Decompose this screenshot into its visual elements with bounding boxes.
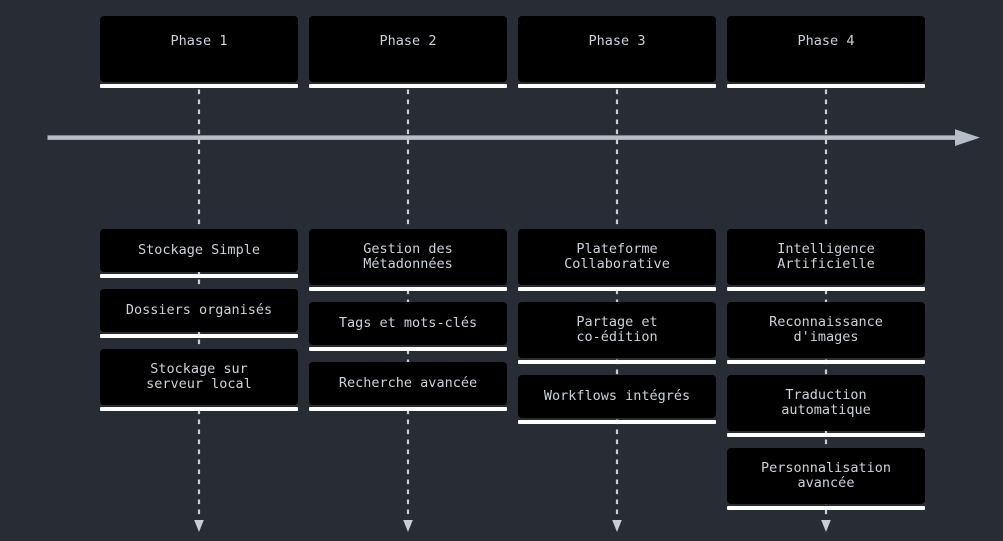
event-underline [518, 287, 716, 291]
event-underline [518, 360, 716, 364]
event-item: Stockage Simple [100, 229, 298, 278]
event-item: Stockage sur serveur local [100, 349, 298, 411]
event-label: Workflows intégrés [543, 388, 691, 404]
right-arrow-icon [955, 129, 980, 146]
event-underline [309, 347, 507, 351]
event-label: Stockage sur serveur local [146, 361, 252, 392]
event-box: Workflows intégrés [518, 375, 716, 418]
event-label: Tags et mots‑clés [338, 315, 478, 331]
event-label: Intelligence Artificielle [777, 241, 875, 272]
phase-underline [518, 84, 716, 88]
phase-label: Phase 3 [588, 33, 646, 49]
phase-underline [309, 84, 507, 88]
phase-label: Phase 2 [379, 33, 437, 49]
phase-underline [727, 84, 925, 88]
event-underline [309, 287, 507, 291]
event-box: Stockage Simple [100, 229, 298, 272]
event-box: Traduction automatique [727, 375, 925, 431]
event-item: Plateforme Collaborative [518, 229, 716, 291]
event-item: Tags et mots‑clés [309, 302, 507, 351]
event-label: Reconnaissance d'images [769, 314, 883, 345]
event-label: Traduction automatique [781, 387, 871, 418]
event-item: Reconnaissance d'images [727, 302, 925, 364]
event-label: Stockage Simple [138, 242, 260, 258]
event-underline [100, 334, 298, 338]
event-label: Dossiers organisés [125, 302, 273, 318]
event-label: Plateforme Collaborative [564, 241, 670, 272]
event-item: Dossiers organisés [100, 289, 298, 338]
phase-label: Phase 4 [797, 33, 855, 49]
event-box: Recherche avancée [309, 362, 507, 405]
event-underline [100, 407, 298, 411]
event-box: Intelligence Artificielle [727, 229, 925, 285]
event-item: Intelligence Artificielle [727, 229, 925, 291]
phase-header: Phase 2 [309, 16, 507, 82]
event-box: Reconnaissance d'images [727, 302, 925, 358]
event-item: Workflows intégrés [518, 375, 716, 424]
phase-header: Phase 1 [100, 16, 298, 82]
event-box: Dossiers organisés [100, 289, 298, 332]
event-underline [727, 433, 925, 437]
event-underline [727, 287, 925, 291]
event-box: Stockage sur serveur local [100, 349, 298, 405]
event-underline [727, 360, 925, 364]
event-underline [100, 274, 298, 278]
phase-label: Phase 1 [170, 33, 228, 49]
event-box: Personnalisation avancée [727, 448, 925, 504]
down-arrow-icon [821, 520, 831, 532]
event-box: Tags et mots‑clés [309, 302, 507, 345]
phase-header: Phase 4 [727, 16, 925, 82]
event-box: Plateforme Collaborative [518, 229, 716, 285]
event-label: Partage et co‑édition [576, 314, 658, 345]
event-item: Recherche avancée [309, 362, 507, 411]
down-arrow-icon [194, 520, 204, 532]
event-label: Personnalisation avancée [760, 460, 892, 491]
phase-underline [100, 84, 298, 88]
event-box: Gestion des Métadonnées [309, 229, 507, 285]
down-arrow-icon [612, 520, 622, 532]
event-item: Traduction automatique [727, 375, 925, 437]
event-box: Partage et co‑édition [518, 302, 716, 358]
event-item: Partage et co‑édition [518, 302, 716, 364]
event-underline [727, 506, 925, 510]
event-underline [518, 420, 716, 424]
event-label: Gestion des Métadonnées [363, 241, 453, 272]
event-underline [309, 407, 507, 411]
event-item: Personnalisation avancée [727, 448, 925, 510]
event-label: Recherche avancée [338, 375, 478, 391]
phase-header: Phase 3 [518, 16, 716, 82]
down-arrow-icon [403, 520, 413, 532]
event-item: Gestion des Métadonnées [309, 229, 507, 291]
